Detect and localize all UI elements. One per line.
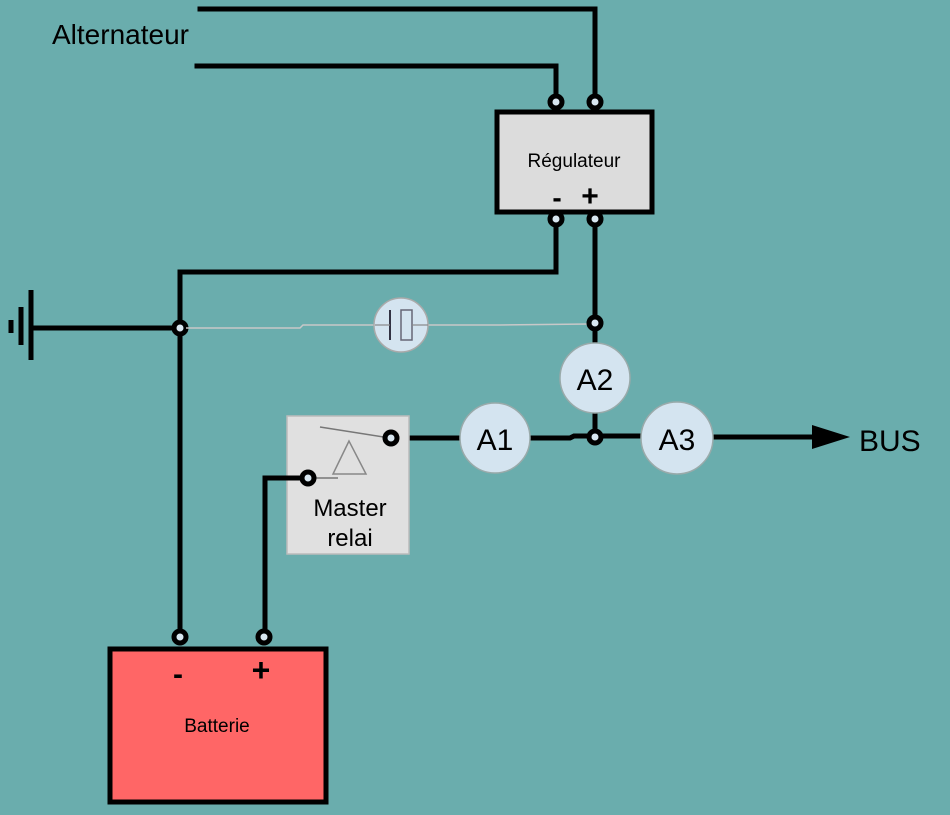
battery-minus-terminal — [171, 628, 189, 646]
battery-box — [107, 646, 329, 805]
bus-arrow-icon — [812, 425, 850, 449]
ground-junction — [171, 319, 189, 337]
regulator-minus-label: - — [552, 182, 561, 213]
ammeter-a3: A3 — [640, 401, 714, 475]
alternator-label: Alternateur — [52, 19, 189, 50]
regulator-label: Régulateur — [528, 151, 622, 172]
regulator-input-terminal-2 — [586, 93, 604, 111]
bus-label: BUS — [859, 425, 921, 458]
relay-output-terminal — [382, 429, 400, 447]
master-relay-label-line2: relai — [327, 525, 372, 552]
battery-plus-label: + — [252, 652, 271, 688]
battery-minus-label: - — [173, 658, 183, 691]
regulator-minus-wire — [177, 222, 559, 637]
ammeter-a2-label: A2 — [577, 364, 614, 397]
capacitor-junction — [586, 314, 604, 332]
battery-plus-terminal — [255, 628, 273, 646]
ammeter-a2: A2 — [559, 342, 631, 414]
ammeter-a1-label: A1 — [477, 424, 514, 457]
master-relay-label-line1: Master — [313, 495, 386, 522]
a1-to-junction-wire — [529, 433, 644, 441]
regulator-box — [494, 109, 655, 215]
relay-input-terminal — [299, 469, 317, 487]
ammeter-a3-label: A3 — [659, 424, 696, 457]
ground-icon — [8, 290, 34, 360]
battery-plus-wire — [262, 475, 308, 637]
alternator-wire-minus — [194, 63, 559, 103]
battery-label: Batterie — [184, 716, 249, 737]
regulator-input-terminal-1 — [547, 93, 565, 111]
ammeter-a1: A1 — [459, 402, 531, 474]
relay-switch-icon — [313, 426, 391, 479]
alternator-wire-plus — [197, 6, 598, 103]
capacitor-icon — [373, 297, 429, 353]
bus-junction — [586, 428, 604, 446]
regulator-plus-label: + — [581, 180, 599, 213]
capacitor-wire — [186, 323, 591, 329]
